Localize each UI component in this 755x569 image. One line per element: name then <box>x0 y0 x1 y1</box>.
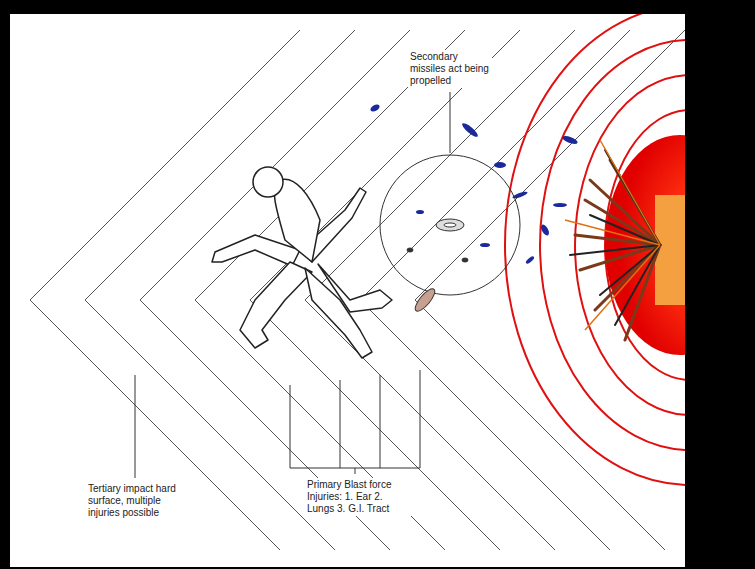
debris-fragments <box>369 103 578 265</box>
primary-label: Primary Blast force Injuries: 1. Ear 2. … <box>305 478 414 516</box>
person-figure <box>212 167 392 358</box>
pressure-waves <box>30 30 685 550</box>
fireball <box>565 135 685 355</box>
secondary-label: Secondary missiles act being propelled <box>408 50 492 88</box>
tertiary-label: Tertiary impact hard surface, multiple i… <box>86 482 195 520</box>
missile-zone <box>380 92 520 314</box>
leader-lines <box>135 370 420 478</box>
blast-rings <box>505 14 685 485</box>
paper <box>10 14 685 567</box>
